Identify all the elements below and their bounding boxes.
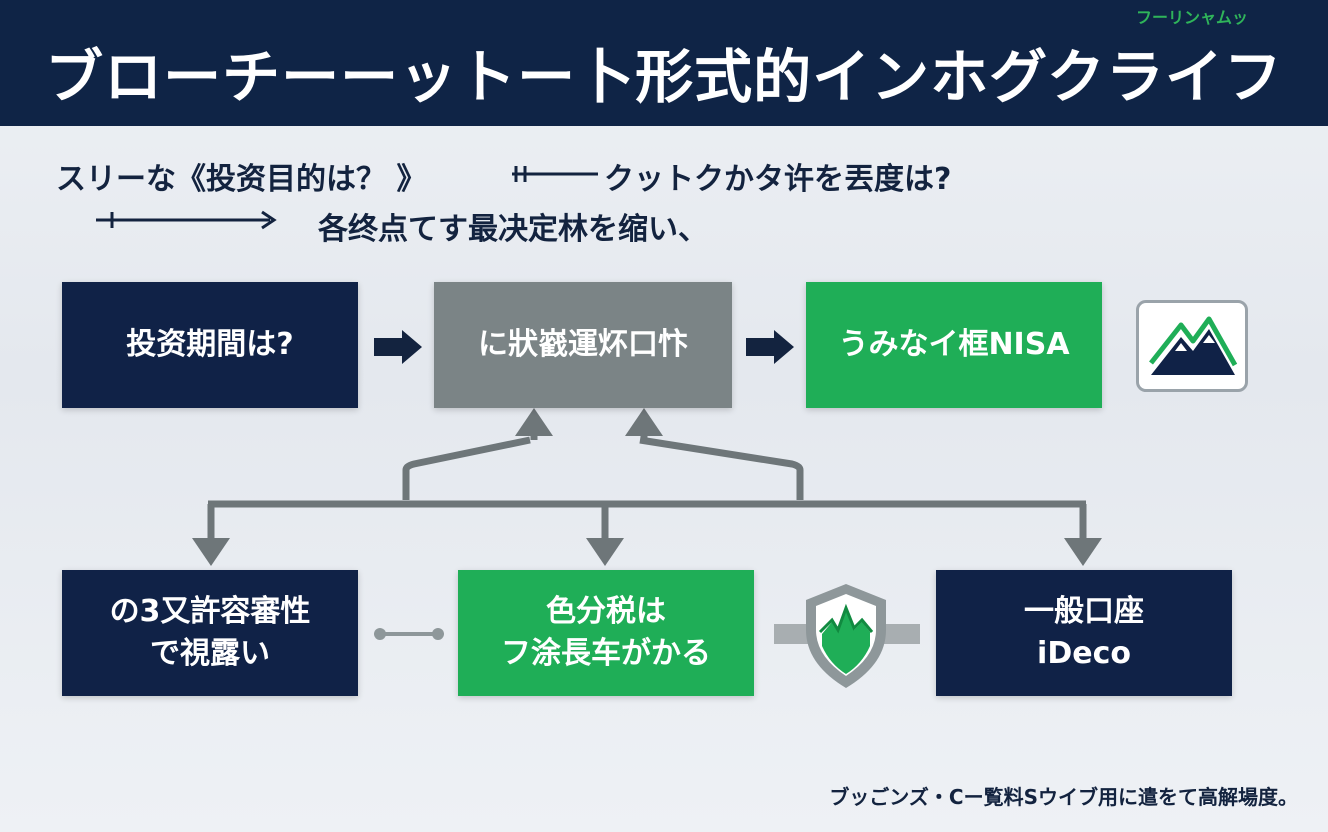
node-investment-period: 投资期間は? [62, 282, 358, 408]
node-risk-tolerance: の3又許容審性 で視露い [62, 570, 358, 696]
link-connector-icon [374, 628, 444, 640]
intro-question: スリーな《投资目的は？ 》 [56, 162, 427, 197]
header-banner: ブローチーーットー卜形式的インホグクライフ フーリンャムッ [0, 0, 1328, 126]
node-tax-line-1: 色分税は [546, 594, 666, 629]
node-center-label: に狀巀運炋口忭 [478, 327, 688, 362]
arrow-right-icon [374, 330, 422, 364]
node-nisa-label: うみなイ框NISA [838, 327, 1070, 362]
node-nisa: うみなイ框NISA [806, 282, 1102, 408]
node-risk-line-1: の3又許容審性 [109, 594, 311, 629]
arrow-right-icon [746, 330, 794, 364]
page-title: ブローチーーットー卜形式的インホグクライフ [45, 43, 1283, 111]
node-ideco: 一般口座 iDeco [936, 570, 1232, 696]
arrow-up-icon [515, 408, 553, 436]
intro-note: 各终点てす最决定林を缩い、 [318, 212, 708, 247]
intro-arrow-icon [512, 166, 598, 182]
arrow-down-icon [1064, 538, 1102, 566]
intro-arrow-icon-2 [96, 210, 277, 230]
node-risk-line-2: で視露い [150, 636, 270, 671]
node-investment-period-label: 投资期間は? [126, 327, 294, 362]
brand-label: フーリンャムッ [1135, 8, 1248, 27]
footer-note: ブッごンズ・Cー覧料Sウイブ用に遣をて高解場度。 [829, 785, 1298, 809]
intro-question-2: クットクかタ许を丟度は? [604, 162, 952, 197]
node-tax: 色分税は フ涂長车がかる [458, 570, 754, 696]
node-ideco-line-1: 一般口座 [1024, 594, 1144, 629]
arrow-down-icon [586, 538, 624, 566]
node-ideco-line-2: iDeco [1037, 636, 1131, 671]
node-tax-line-2: フ涂長车がかる [501, 636, 711, 671]
arrow-up-icon [625, 408, 663, 436]
shield-chart-icon [774, 584, 920, 688]
arrow-down-icon [192, 538, 230, 566]
mountain-icon [1136, 300, 1248, 392]
node-center: に狀巀運炋口忭 [434, 282, 732, 408]
